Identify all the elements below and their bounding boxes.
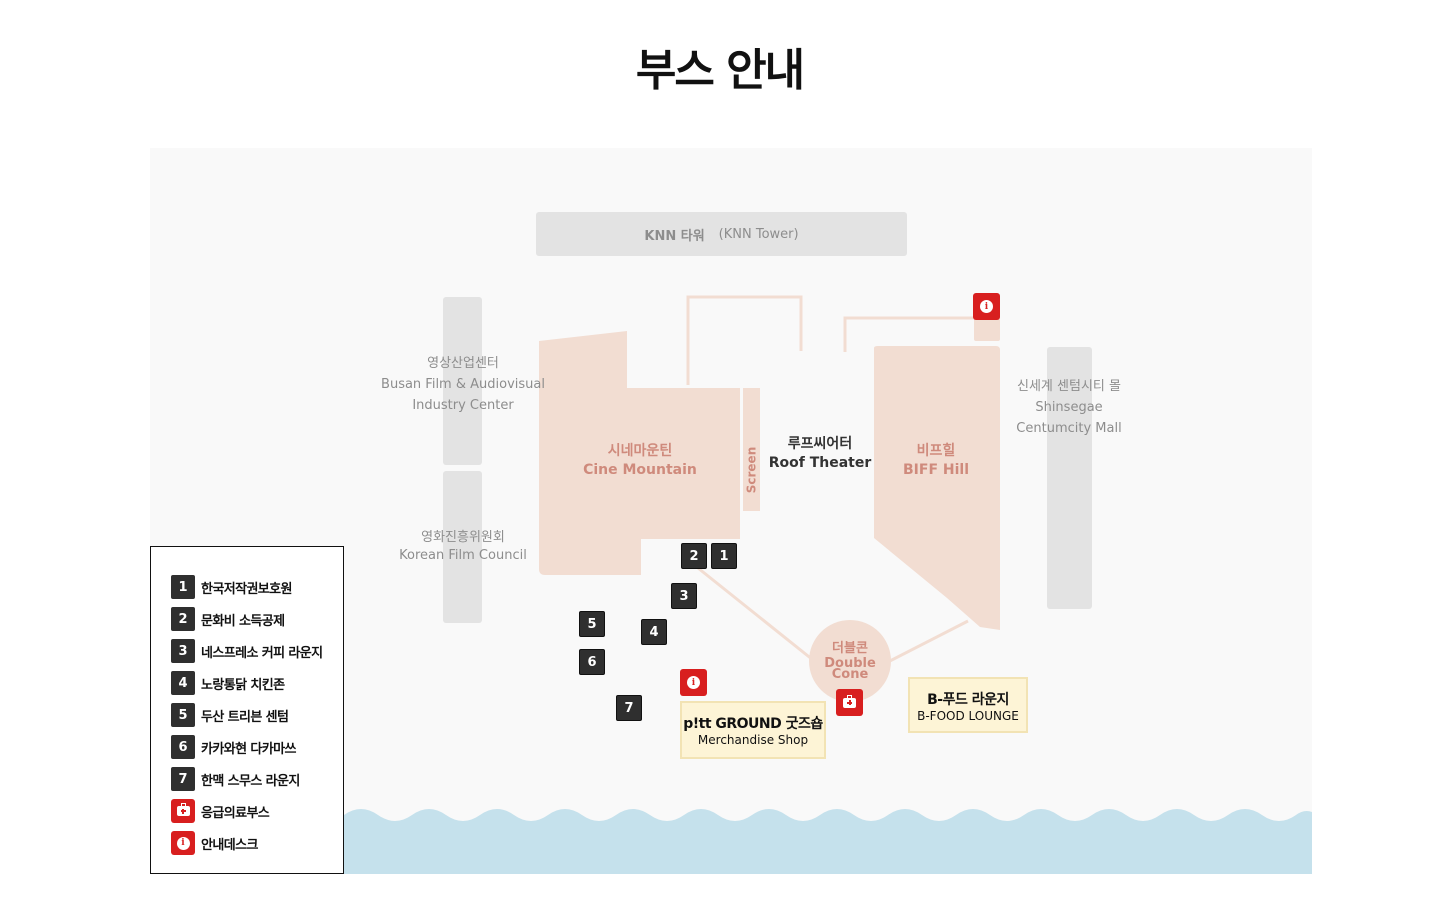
biff-hill-label: 비프힐 BIFF Hill bbox=[886, 442, 986, 480]
b-food-sub: B-FOOD LOUNGE bbox=[917, 709, 1019, 723]
legend-label: 카카와현 다카마쓰 bbox=[201, 741, 296, 757]
first-aid-kit-icon bbox=[176, 803, 190, 816]
legend-marker-7: 7 bbox=[171, 767, 195, 791]
legend-item: 1 한국저작권보호원 bbox=[171, 571, 322, 603]
booth-marker-6[interactable]: 6 bbox=[579, 649, 605, 675]
legend-marker-info: i bbox=[171, 831, 195, 855]
legend-label: 노랑통닭 치킨존 bbox=[201, 677, 285, 693]
b-food-title: B-푸드 라운지 bbox=[927, 692, 1009, 708]
path-to-cone-right bbox=[887, 619, 969, 664]
map-legend: 1 한국저작권보호원 2 문화비 소득공제 3 네스프레소 커피 라운지 4 노… bbox=[150, 546, 344, 874]
info-icon: i bbox=[176, 836, 190, 850]
legend-item: 5 두산 트리븐 센텀 bbox=[171, 699, 322, 731]
legend-marker-1: 1 bbox=[171, 575, 195, 599]
legend-marker-4: 4 bbox=[171, 671, 195, 695]
booth-marker-1[interactable]: 1 bbox=[711, 543, 737, 569]
legend-marker-6: 6 bbox=[171, 735, 195, 759]
legend-label: 안내데스크 bbox=[201, 837, 258, 853]
legend-label: 문화비 소득공제 bbox=[201, 613, 285, 629]
double-cone-label-en2: Cone bbox=[831, 667, 869, 682]
b-food-lounge-box[interactable]: B-푸드 라운지 B-FOOD LOUNGE bbox=[908, 677, 1028, 733]
film-council-building bbox=[443, 471, 482, 623]
info-icon: i bbox=[980, 300, 993, 313]
biff-hill-label-ko: 비프힐 bbox=[916, 443, 956, 459]
legend-list: 1 한국저작권보호원 2 문화비 소득공제 3 네스프레소 커피 라운지 4 노… bbox=[171, 571, 323, 859]
info-desk-marker-pitt[interactable]: i bbox=[680, 669, 707, 696]
film-center-building bbox=[443, 297, 482, 465]
knn-tower: KNN 타워 (KNN Tower) bbox=[536, 212, 907, 256]
screen-label: Screen bbox=[741, 424, 761, 516]
roof-theater-label: 루프씨어터 Roof Theater bbox=[762, 435, 878, 473]
page-title: 부스 안내 bbox=[635, 45, 805, 96]
legend-marker-5: 5 bbox=[171, 703, 195, 727]
roof-path-left bbox=[686, 295, 803, 385]
water-waves bbox=[344, 809, 1312, 874]
shinsegae-label-ko: 신세계 센텀시티 몰 bbox=[1017, 379, 1121, 394]
legend-item: 4 노랑통닭 치킨존 bbox=[171, 667, 322, 699]
map-drawing bbox=[344, 295, 1312, 874]
biff-hill-label-en: BIFF Hill bbox=[903, 462, 969, 478]
double-cone-circle bbox=[809, 620, 891, 702]
pitt-ground-box[interactable]: p!tt GROUND 굿즈숍 Merchandise Shop bbox=[680, 701, 826, 759]
booth-marker-5[interactable]: 5 bbox=[579, 611, 605, 637]
legend-item: 응급의료부스 bbox=[171, 795, 322, 827]
legend-label: 두산 트리븐 센텀 bbox=[201, 709, 289, 725]
film-center-label-en2: Industry Center bbox=[412, 398, 514, 413]
booth-marker-7[interactable]: 7 bbox=[616, 695, 642, 721]
pitt-ground-title: p!tt GROUND 굿즈숍 bbox=[683, 716, 823, 732]
info-desk-marker-biff[interactable]: i bbox=[973, 293, 1000, 320]
legend-label: 한국저작권보호원 bbox=[201, 581, 292, 597]
screen-label-text: Screen bbox=[744, 446, 758, 494]
cine-mountain-label-en: Cine Mountain bbox=[583, 462, 697, 478]
pitt-ground-sub: Merchandise Shop bbox=[697, 733, 809, 747]
legend-marker-2: 2 bbox=[171, 607, 195, 631]
film-center-label-ko: 영상산업센터 bbox=[427, 356, 499, 371]
legend-item: 3 네스프레소 커피 라운지 bbox=[171, 635, 323, 667]
legend-item: i 안내데스크 bbox=[171, 827, 322, 859]
shinsegae-building bbox=[1047, 347, 1092, 609]
shinsegae-label: 신세계 센텀시티 몰 Shinsegae Centumcity Mall bbox=[1004, 376, 1134, 439]
roof-path-right bbox=[843, 316, 987, 352]
first-aid-kit-icon bbox=[843, 694, 856, 708]
booth-marker-4[interactable]: 4 bbox=[641, 619, 667, 645]
info-icon: i bbox=[687, 676, 700, 689]
film-council-label: 영화진흥위원회 Korean Film Council bbox=[382, 529, 544, 565]
shinsegae-label-en2: Centumcity Mall bbox=[1016, 421, 1122, 436]
roof-theater-label-en: Roof Theater bbox=[768, 455, 872, 471]
cine-mountain-label-ko: 시네마운틴 bbox=[607, 443, 673, 459]
cine-mountain-label: 시네마운틴 Cine Mountain bbox=[570, 442, 710, 480]
legend-item: 6 카카와현 다카마쓰 bbox=[171, 731, 322, 763]
legend-label: 한맥 스무스 라운지 bbox=[201, 773, 300, 789]
screen-block bbox=[743, 388, 760, 511]
double-cone-label-en1: Double bbox=[824, 656, 876, 671]
booth-marker-3[interactable]: 3 bbox=[671, 583, 697, 609]
roof-theater-label-ko: 루프씨어터 bbox=[787, 436, 853, 452]
legend-item: 7 한맥 스무스 라운지 bbox=[171, 763, 322, 795]
double-cone-label: 더블콘 Double Cone bbox=[810, 641, 890, 682]
legend-label: 응급의료부스 bbox=[201, 805, 270, 821]
shinsegae-label-en1: Shinsegae bbox=[1035, 400, 1103, 415]
film-center-label: 영상산업센터 Busan Film & Audiovisual Industry… bbox=[362, 353, 564, 416]
film-council-label-en: Korean Film Council bbox=[399, 548, 527, 563]
knn-tower-sub: (KNN Tower) bbox=[718, 226, 799, 242]
double-cone-label-ko: 더블콘 bbox=[832, 641, 868, 656]
medical-booth-marker[interactable] bbox=[836, 689, 863, 716]
legend-marker-3: 3 bbox=[171, 639, 195, 663]
path-to-cone-left bbox=[697, 566, 814, 662]
biff-hill-building bbox=[874, 346, 1000, 630]
cine-mountain-building bbox=[539, 331, 740, 575]
legend-label: 네스프레소 커피 라운지 bbox=[201, 645, 323, 661]
knn-tower-name: KNN 타워 bbox=[644, 228, 705, 244]
legend-marker-medical bbox=[171, 799, 195, 823]
legend-item: 2 문화비 소득공제 bbox=[171, 603, 322, 635]
booth-marker-2[interactable]: 2 bbox=[681, 543, 707, 569]
film-council-label-ko: 영화진흥위원회 bbox=[421, 530, 505, 545]
film-center-label-en1: Busan Film & Audiovisual bbox=[381, 377, 545, 392]
